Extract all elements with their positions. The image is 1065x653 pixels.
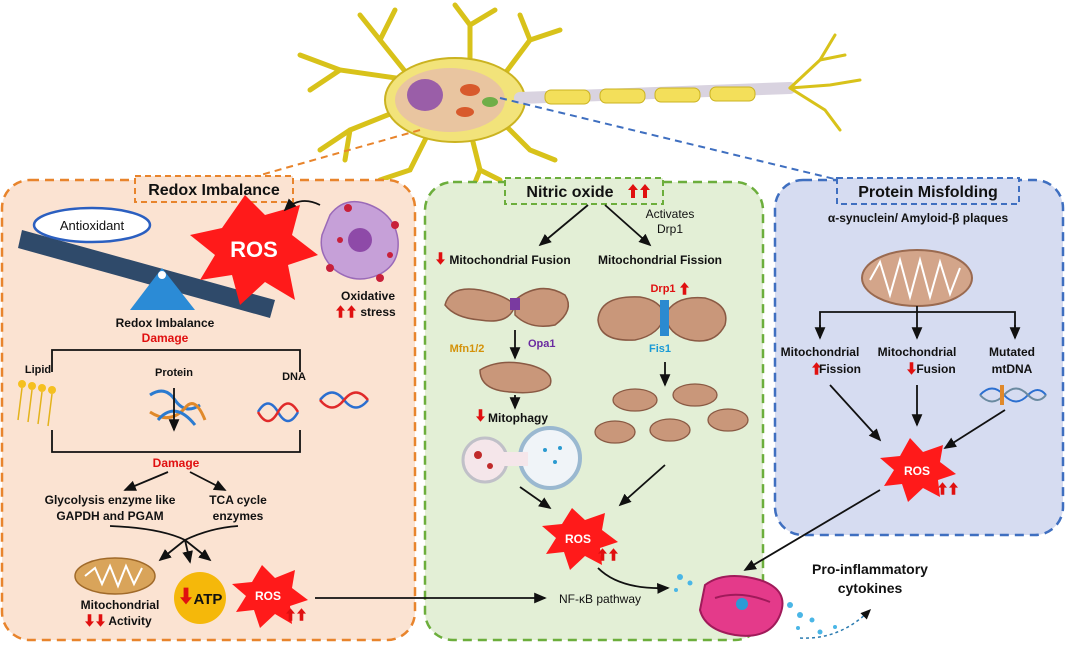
protein-icon — [149, 389, 207, 426]
nfkb-label: NF-κB pathway — [559, 592, 641, 606]
mtdna-icon — [979, 385, 1047, 405]
mfn-label: Mfn1/2 — [450, 343, 485, 355]
mitophagy-label: Mitophagy — [488, 411, 548, 425]
damage-mid-label: Damage — [153, 456, 200, 470]
misfold-fusion-line2: Fusion — [916, 362, 955, 376]
neuron-illustration — [297, 2, 862, 198]
misfold-fusion-line1: Mitochondrial — [878, 345, 957, 359]
ros-nitric-label: ROS — [565, 532, 591, 546]
fragmented-mitos — [594, 383, 749, 444]
fis1-label: Fis1 — [649, 343, 671, 355]
glyco-line2: GAPDH and PGAM — [56, 509, 163, 523]
mito-activity-line2: Activity — [108, 614, 152, 628]
mitophagy-icon — [461, 426, 582, 490]
dna-label: DNA — [282, 371, 306, 383]
lipid-label: Lipid — [25, 364, 51, 376]
tca-line2: enzymes — [213, 509, 264, 523]
ros-star-misfold — [880, 438, 956, 502]
misfold-title: Protein Misfolding — [858, 184, 998, 201]
oxidative-label: Oxidative — [341, 289, 395, 303]
misfold-subtitle: α-synuclein/ Amyloid-β plaques — [828, 211, 1009, 225]
ros-star-large — [190, 195, 318, 305]
misfold-fission-line2: Fission — [819, 362, 861, 376]
seesaw-balance — [18, 230, 275, 318]
nitric-panel — [423, 180, 765, 642]
atp-label: ATP — [194, 591, 223, 608]
fusion-mito — [444, 287, 570, 327]
activates-line2: Drp1 — [657, 222, 683, 236]
mito-large — [861, 249, 973, 307]
nitric-title: Nitric oxide — [526, 184, 613, 201]
ros-bottom-label: ROS — [255, 589, 281, 603]
ros-misfold-label: ROS — [904, 464, 930, 478]
glyco-line1: Glycolysis enzyme like — [45, 493, 176, 507]
receptor-icon — [674, 574, 872, 639]
oxidative-cell — [320, 200, 399, 282]
ros-star-nitric — [542, 508, 618, 570]
cytokines-line2: cytokines — [838, 580, 903, 596]
redox-imbalance-label: Redox Imbalance — [116, 316, 215, 330]
opa1-label: Opa1 — [528, 338, 556, 350]
ros-large-label: ROS — [230, 237, 278, 262]
fission-mito — [597, 296, 727, 342]
antioxidant-label: Antioxidant — [60, 218, 125, 233]
mito-icon-small — [74, 557, 156, 595]
misfold-panel — [773, 178, 1065, 537]
redox-title: Redox Imbalance — [148, 182, 280, 199]
lipid-icon — [17, 380, 56, 427]
tca-line1: TCA cycle — [209, 493, 267, 507]
activates-line1: Activates — [646, 207, 695, 221]
mito-activity-line1: Mitochondrial — [81, 598, 160, 612]
atp-circle — [174, 572, 226, 624]
fission-label: Mitochondrial Fission — [598, 253, 722, 267]
mutated-line1: Mutated — [989, 345, 1035, 359]
dna-icon — [256, 391, 369, 423]
redox-panel — [0, 178, 417, 642]
misfold-fission-line1: Mitochondrial — [781, 345, 860, 359]
stress-label: stress — [360, 305, 396, 319]
fusion-label: Mitochondrial Fusion — [449, 253, 570, 267]
cytokines-line1: Pro-inflammatory — [812, 561, 928, 577]
antioxidant-oval — [32, 206, 152, 244]
protein-label: Protein — [155, 367, 193, 379]
damage-top-label: Damage — [142, 331, 189, 345]
damaged-mito — [479, 361, 552, 394]
drp1-label: Drp1 — [650, 283, 675, 295]
mutated-line2: mtDNA — [992, 362, 1033, 376]
